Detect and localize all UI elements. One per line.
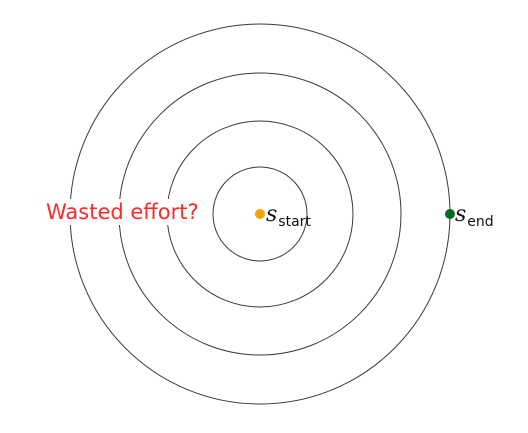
end-symbol: s	[455, 202, 467, 227]
end-label: send	[455, 202, 494, 230]
end-point	[445, 209, 455, 219]
start-subscript: start	[278, 214, 311, 230]
start-symbol: s	[266, 202, 278, 227]
start-label: sstart	[266, 202, 311, 230]
start-point	[255, 209, 265, 219]
end-subscript: end	[467, 214, 494, 230]
ring-1	[212, 166, 308, 262]
wasted-effort-label: Wasted effort?	[44, 199, 201, 225]
